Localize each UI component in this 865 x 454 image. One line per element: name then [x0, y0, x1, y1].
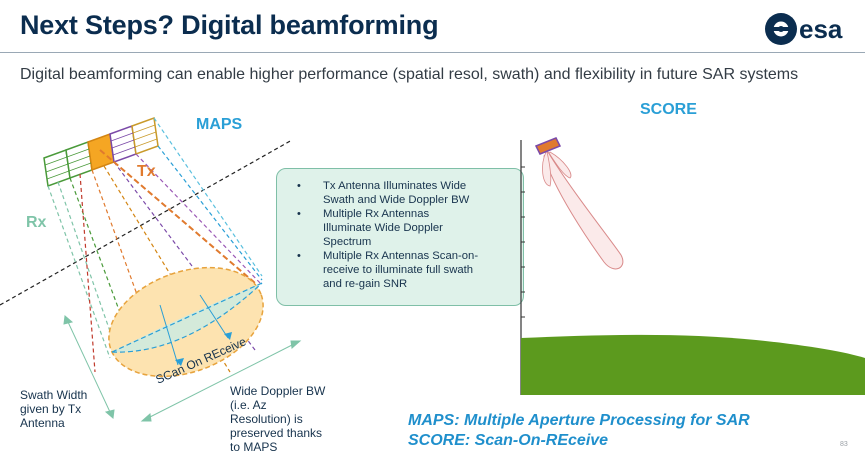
doppler-bw-arrow [140, 340, 302, 422]
callout-bullet-3: Multiple Rx Antennas Scan-on- receive to… [297, 249, 515, 291]
acronym-definitions: MAPS: Multiple Aperture Processing for S… [408, 411, 750, 451]
title-divider [0, 52, 865, 53]
rx-label: Rx [26, 214, 47, 231]
antenna-beam-lobe [543, 151, 624, 270]
side-lobe-left [542, 151, 552, 187]
maps-diagram: SCan On REceive [0, 116, 302, 422]
satellite-antenna [534, 137, 562, 155]
score-diagram [520, 137, 865, 395]
slide-subtitle: Digital beamforming can enable higher pe… [20, 66, 799, 83]
maps-label: MAPS [196, 116, 243, 133]
score-axis-ticks [521, 166, 525, 318]
callout-bullet-1: Tx Antenna Illuminates Wide Swath and Wi… [297, 179, 515, 207]
ground-terrain [521, 334, 865, 395]
tx-label: Tx [137, 163, 156, 180]
definition-score: SCORE: Scan-On-REceive [408, 432, 609, 449]
slide-title: Next Steps? Digital beamforming [20, 10, 439, 40]
score-label: SCORE [640, 101, 697, 118]
swath-width-arrow [63, 315, 115, 419]
page-number: 83 [840, 441, 848, 448]
logo-text: esa [799, 14, 843, 44]
callout-box: Tx Antenna Illuminates Wide Swath and Wi… [276, 168, 524, 306]
side-lobe-right [548, 151, 572, 179]
swath-caption: Swath Width given by Tx Antenna [20, 388, 88, 430]
tx-beam [99, 149, 256, 284]
swath-footprint: SCan On REceive [108, 266, 264, 387]
esa-logo: esa [765, 13, 843, 45]
callout-bullet-2: Multiple Rx Antennas Illuminate Wide Dop… [297, 207, 515, 249]
doppler-caption: Wide Doppler BW (i.e. Az Resolution) is … [230, 384, 326, 454]
definition-maps: MAPS: Multiple Aperture Processing for S… [408, 412, 750, 429]
